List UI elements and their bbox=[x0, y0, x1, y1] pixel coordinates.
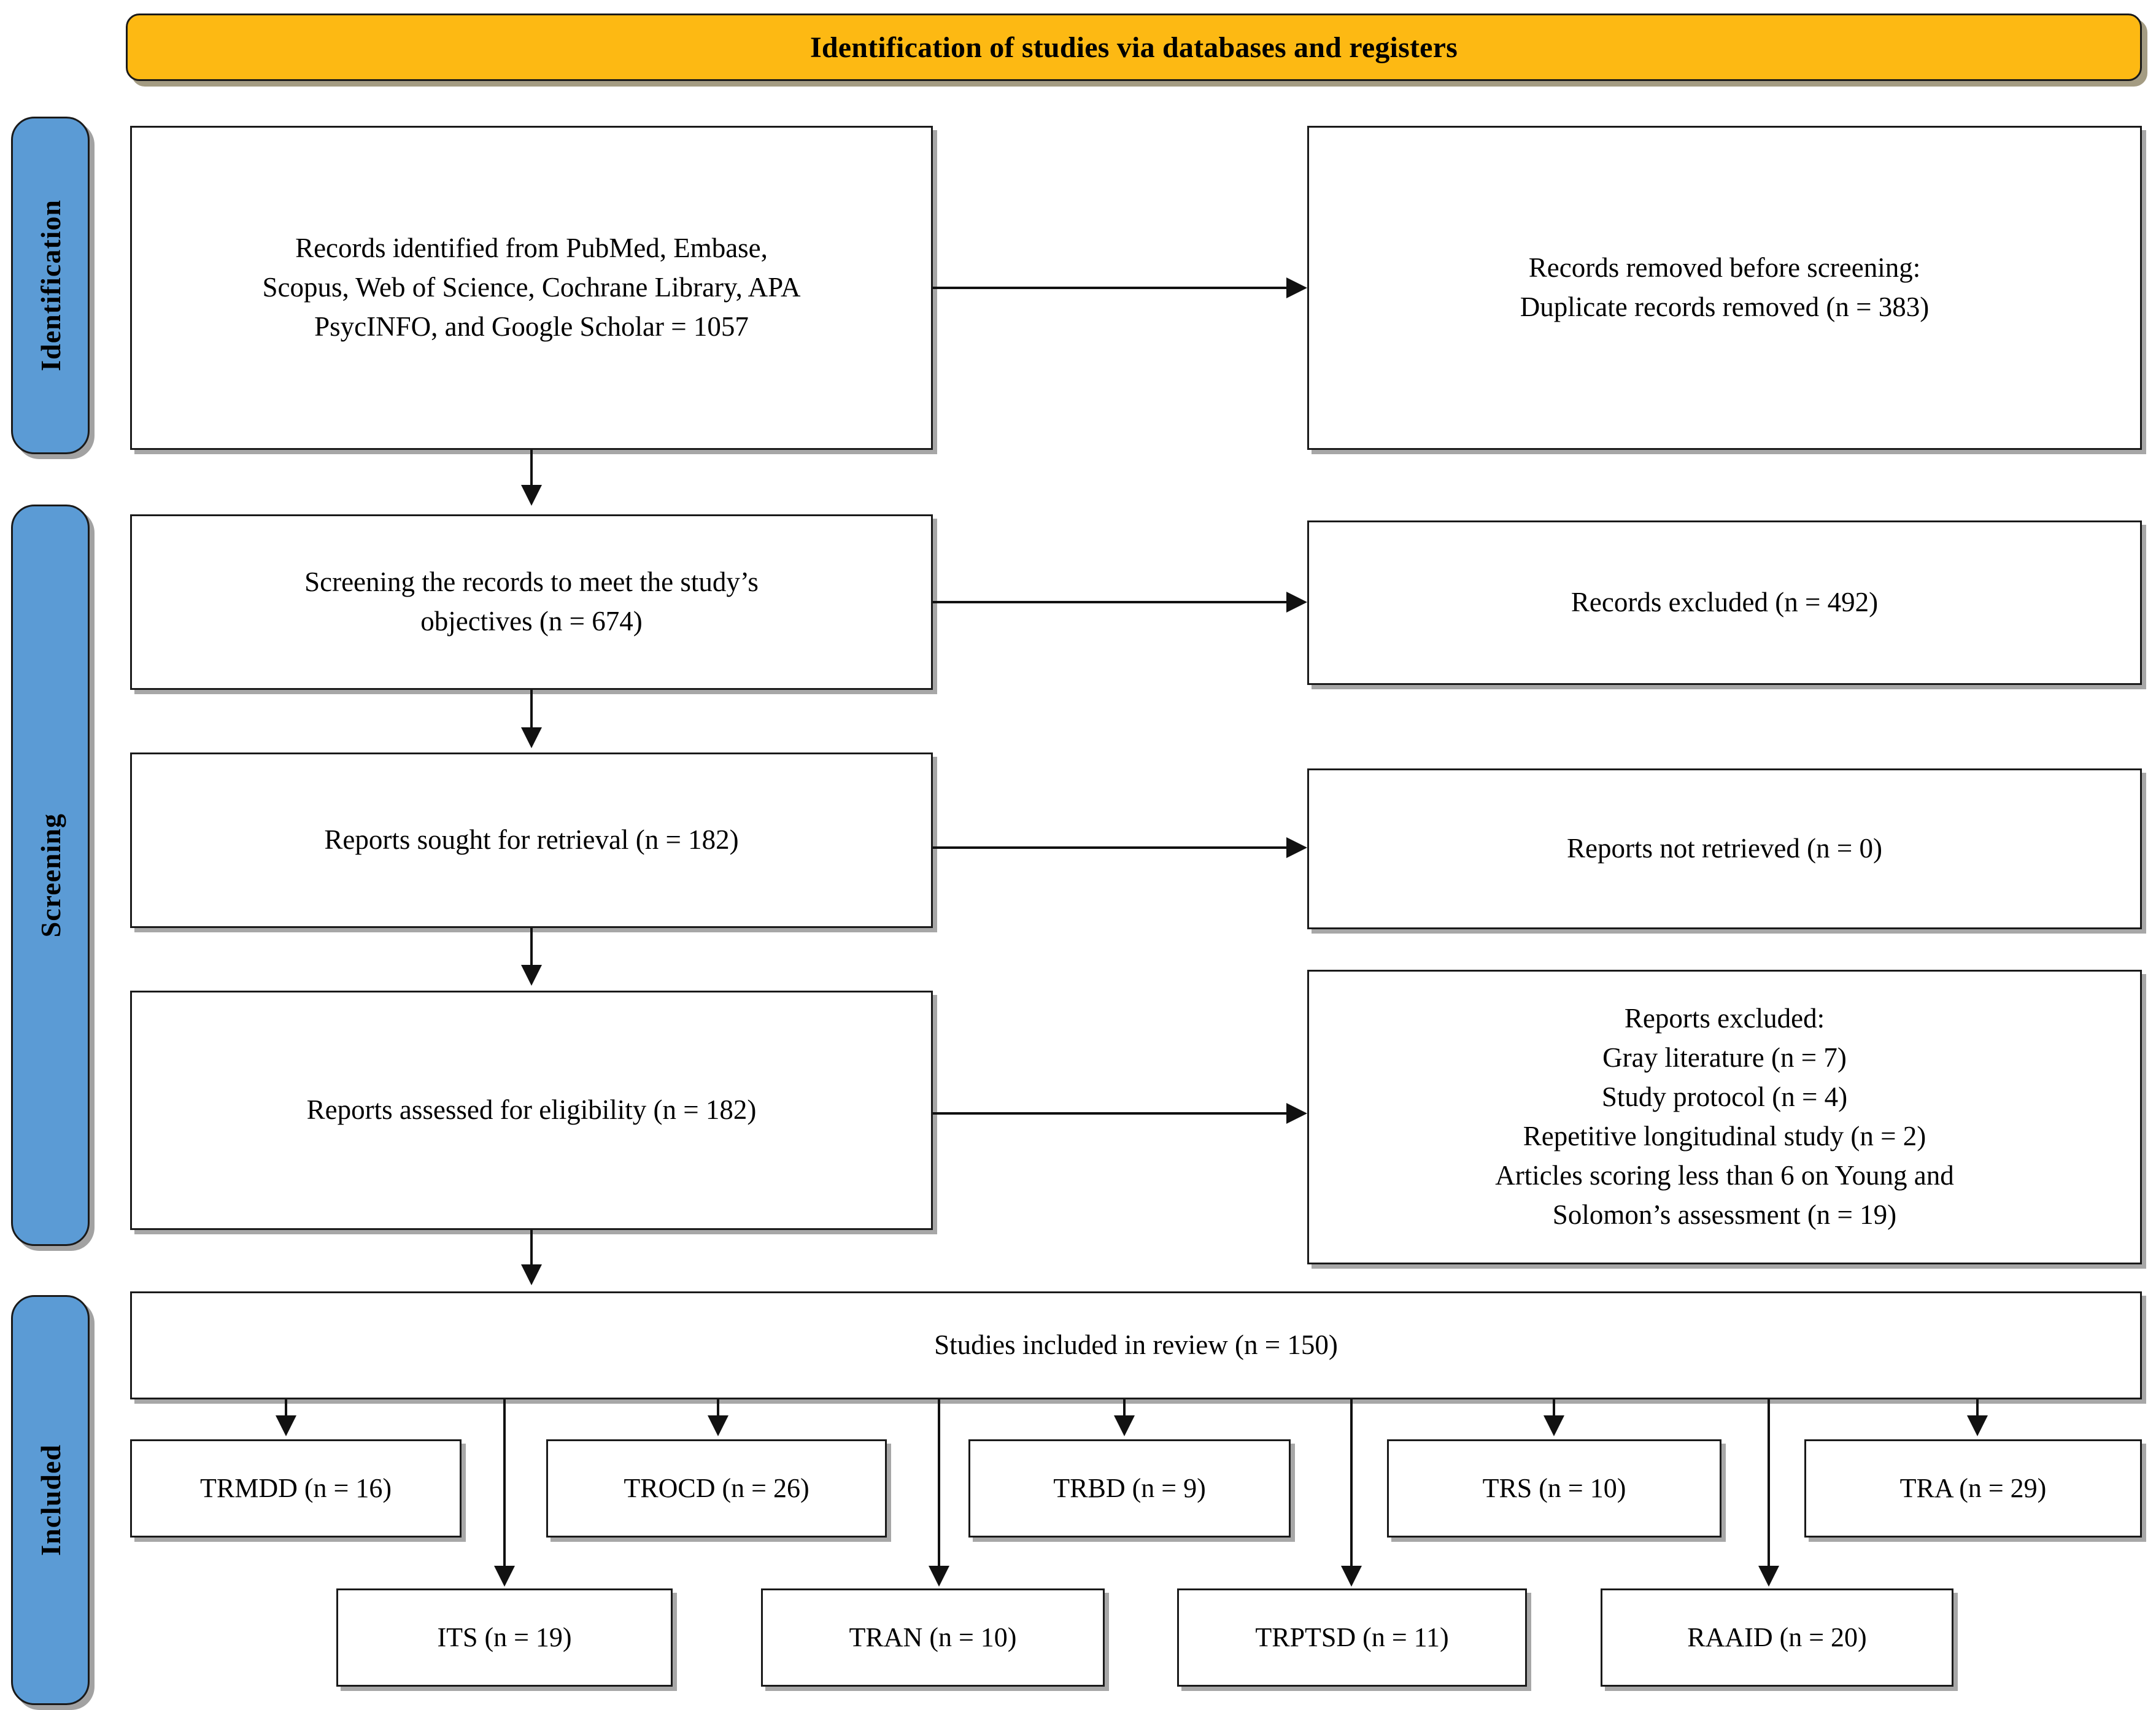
outcome-box-trmdd-label: TRMDD (n = 16) bbox=[199, 1472, 392, 1503]
arrow-screening-to-excluded bbox=[1286, 592, 1307, 613]
branch-stem-trbd bbox=[1123, 1399, 1126, 1418]
branch-arrow-raaid bbox=[1758, 1566, 1779, 1587]
connector-identified-to-screening bbox=[530, 450, 533, 489]
outcome-box-tra: TRA (n = 29) bbox=[1804, 1439, 2142, 1538]
branch-stem-its bbox=[503, 1399, 506, 1568]
connector-assessed-to-included bbox=[530, 1230, 533, 1267]
connector-screening-to-excluded bbox=[933, 601, 1286, 603]
stage-tab-identification: Identification bbox=[11, 117, 90, 454]
branch-stem-trs bbox=[1553, 1399, 1555, 1418]
branch-stem-trocd bbox=[717, 1399, 719, 1418]
outcome-box-trptsd-label: TRPTSD (n = 11) bbox=[1255, 1622, 1449, 1652]
branch-arrow-trs bbox=[1544, 1415, 1564, 1436]
outcome-box-trs: TRS (n = 10) bbox=[1387, 1439, 1721, 1538]
box-records-removed-text: Records removed before screening: Duplic… bbox=[1520, 252, 1930, 322]
connector-assessed-to-excluded bbox=[933, 1112, 1286, 1115]
box-screening-records: Screening the records to meet the study’… bbox=[130, 514, 933, 690]
box-records-excluded: Records excluded (n = 492) bbox=[1307, 520, 2142, 685]
outcome-box-raaid-label: RAAID (n = 20) bbox=[1687, 1622, 1867, 1652]
box-records-identified-text: Records identified from PubMed, Embase, … bbox=[262, 233, 801, 342]
outcome-box-tran-label: TRAN (n = 10) bbox=[849, 1622, 1017, 1652]
outcome-box-trptsd: TRPTSD (n = 11) bbox=[1177, 1588, 1527, 1687]
outcome-box-trocd-label: TROCD (n = 26) bbox=[624, 1472, 809, 1503]
box-reports-sought-text: Reports sought for retrieval (n = 182) bbox=[324, 824, 739, 856]
box-reports-sought: Reports sought for retrieval (n = 182) bbox=[130, 752, 933, 928]
box-records-excluded-text: Records excluded (n = 492) bbox=[1571, 587, 1879, 618]
branch-stem-raaid bbox=[1768, 1399, 1770, 1568]
branch-stem-trptsd bbox=[1350, 1399, 1353, 1568]
box-reports-not-retrieved-text: Reports not retrieved (n = 0) bbox=[1567, 833, 1882, 864]
branch-arrow-trptsd bbox=[1341, 1566, 1362, 1587]
box-reports-assessed: Reports assessed for eligibility (n = 18… bbox=[130, 991, 933, 1230]
branch-arrow-trocd bbox=[708, 1415, 728, 1436]
connector-sought-to-assessed bbox=[530, 928, 533, 969]
branch-stem-tra bbox=[1976, 1399, 1979, 1418]
outcome-box-raaid: RAAID (n = 20) bbox=[1601, 1588, 1953, 1687]
branch-arrow-tran bbox=[929, 1566, 949, 1587]
box-screening-records-text: Screening the records to meet the study’… bbox=[304, 567, 759, 636]
arrow-identified-to-removed bbox=[1286, 277, 1307, 298]
outcome-box-trmdd: TRMDD (n = 16) bbox=[130, 1439, 462, 1538]
outcome-box-tra-label: TRA (n = 29) bbox=[1899, 1472, 2047, 1503]
stage-tab-included-label: Included bbox=[34, 1444, 66, 1556]
outcome-box-trs-label: TRS (n = 10) bbox=[1482, 1472, 1626, 1503]
outcome-box-trbd-label: TRBD (n = 9) bbox=[1053, 1472, 1206, 1503]
stage-tab-included: Included bbox=[11, 1295, 90, 1705]
branch-stem-trmdd bbox=[285, 1399, 287, 1418]
connector-identified-to-removed bbox=[933, 287, 1286, 289]
branch-arrow-trmdd bbox=[276, 1415, 296, 1436]
box-studies-included-text: Studies included in review (n = 150) bbox=[934, 1329, 1338, 1361]
branch-arrow-tra bbox=[1967, 1415, 1988, 1436]
arrow-sought-to-assessed bbox=[521, 965, 542, 986]
stage-tab-screening: Screening bbox=[11, 505, 90, 1246]
box-records-removed: Records removed before screening: Duplic… bbox=[1307, 126, 2142, 450]
header-title: Identification of studies via databases … bbox=[809, 31, 1458, 64]
branch-stem-tran bbox=[938, 1399, 940, 1568]
header-banner: Identification of studies via databases … bbox=[126, 14, 2142, 81]
box-reports-excluded: Reports excluded: Gray literature (n = 7… bbox=[1307, 970, 2142, 1264]
box-reports-not-retrieved: Reports not retrieved (n = 0) bbox=[1307, 768, 2142, 929]
box-studies-included: Studies included in review (n = 150) bbox=[130, 1291, 2142, 1399]
arrow-sought-to-not-retrieved bbox=[1286, 837, 1307, 858]
box-reports-assessed-text: Reports assessed for eligibility (n = 18… bbox=[306, 1094, 757, 1126]
branch-arrow-trbd bbox=[1114, 1415, 1135, 1436]
outcome-box-its: ITS (n = 19) bbox=[336, 1588, 673, 1687]
arrow-identified-to-screening bbox=[521, 485, 542, 506]
stage-tab-identification-label: Identification bbox=[34, 199, 66, 371]
box-records-identified: Records identified from PubMed, Embase, … bbox=[130, 126, 933, 450]
outcome-box-its-label: ITS (n = 19) bbox=[437, 1622, 572, 1652]
branch-arrow-its bbox=[494, 1566, 515, 1587]
outcome-box-trocd: TROCD (n = 26) bbox=[546, 1439, 887, 1538]
outcome-box-tran: TRAN (n = 10) bbox=[761, 1588, 1105, 1687]
box-reports-excluded-text: Reports excluded: Gray literature (n = 7… bbox=[1495, 1003, 1954, 1230]
arrow-assessed-to-included bbox=[521, 1264, 542, 1285]
connector-screening-to-sought bbox=[530, 690, 533, 732]
connector-sought-to-not-retrieved bbox=[933, 846, 1286, 849]
arrow-screening-to-sought bbox=[521, 727, 542, 748]
stage-tab-screening-label: Screening bbox=[34, 813, 66, 938]
outcome-box-trbd: TRBD (n = 9) bbox=[968, 1439, 1291, 1538]
arrow-assessed-to-excluded bbox=[1286, 1103, 1307, 1124]
